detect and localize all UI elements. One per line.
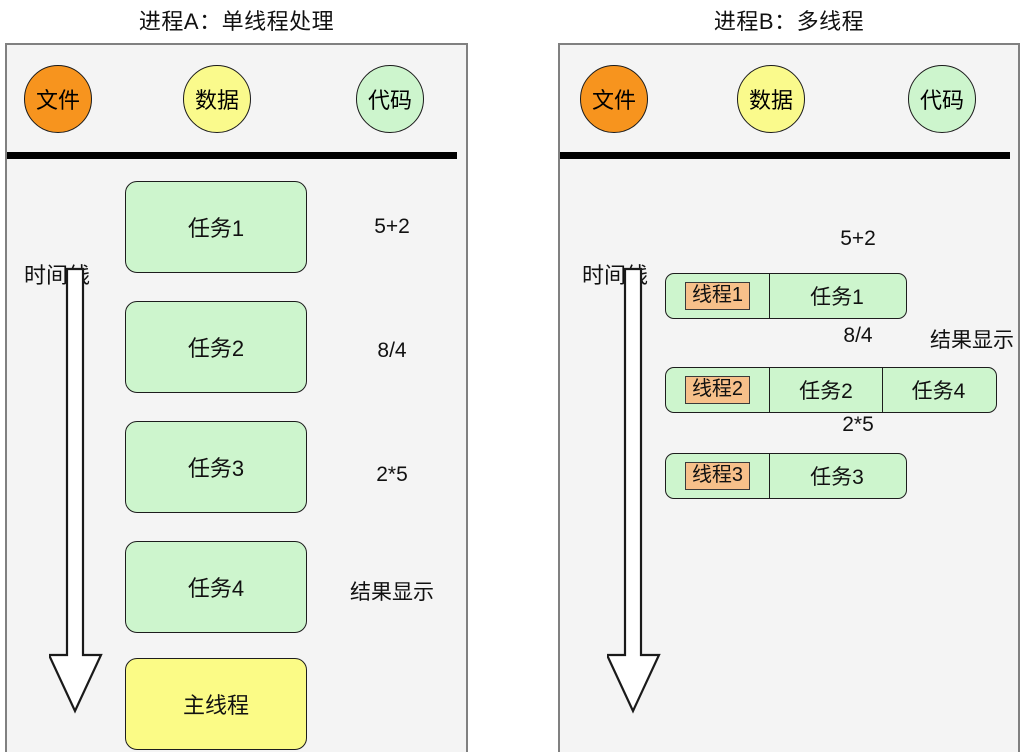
thread-2-chip-cell: 线程2: [666, 368, 770, 412]
thread-3-op-label-1: 2*5: [842, 413, 874, 436]
task-box-3-label: 任务3: [187, 456, 245, 481]
thread-3-chip-cell: 线程3: [666, 454, 770, 498]
process-b-timeline-arrow: [607, 267, 661, 714]
resource-circle-file: 文件: [24, 65, 92, 133]
process-a-timeline-arrow: [49, 267, 103, 714]
resource-circle-data: 数据: [183, 65, 251, 133]
thread-2-op-label-1: 8/4: [843, 324, 873, 347]
thread-2-task-2-label: 任务4: [911, 380, 966, 403]
process-b-panel: 文件 数据 代码 时间线 5+2 线程1 任务1 8/4 结果: [558, 43, 1020, 752]
thread-2-chip-label: 线程2: [684, 375, 751, 405]
process-b-resource-strip: 文件 数据 代码: [560, 45, 1018, 157]
resource-circle-file-label: 文件: [591, 88, 636, 113]
op-label-2: 8/4: [377, 339, 407, 362]
process-a-panel: 文件 数据 代码 时间线 任务1 任务2 任务3 任务4: [5, 43, 468, 752]
process-a-separator: [7, 152, 457, 159]
task-box-2: 任务2: [125, 301, 307, 393]
task-box-2-label: 任务2: [187, 336, 245, 361]
resource-circle-data: 数据: [737, 65, 805, 133]
process-a-resource-strip: 文件 数据 代码: [7, 45, 466, 157]
task-box-1-label: 任务1: [187, 216, 245, 241]
thread-bar-3: 线程3 任务3: [665, 453, 907, 499]
task-box-4: 任务4: [125, 541, 307, 633]
thread-bar-1: 线程1 任务1: [665, 273, 907, 319]
task-box-main-thread: 主线程: [125, 658, 307, 750]
resource-circle-code-label: 代码: [367, 88, 412, 113]
thread-2-task-cell-1: 任务2: [770, 368, 882, 412]
task-box-4-label: 任务4: [187, 576, 245, 601]
thread-3-chip-label: 线程3: [684, 461, 751, 491]
resource-circle-file-label: 文件: [35, 88, 80, 113]
task-box-1: 任务1: [125, 181, 307, 273]
thread-3-task-cell-1: 任务3: [770, 454, 904, 498]
task-box-main-thread-label: 主线程: [182, 693, 249, 718]
thread-bar-2: 线程2 任务2 任务4: [665, 367, 997, 413]
resource-circle-code-label: 代码: [919, 88, 964, 113]
resource-circle-code: 代码: [908, 65, 976, 133]
resource-circle-data-label: 数据: [194, 88, 239, 113]
thread-1-chip-cell: 线程1: [666, 274, 770, 318]
panel-a-title: 进程A：单线程处理: [138, 9, 335, 34]
thread-1-task-1-label: 任务1: [810, 286, 864, 309]
thread-1-task-cell-1: 任务1: [770, 274, 904, 318]
panel-b-title: 进程B：多线程: [713, 9, 865, 34]
resource-circle-file: 文件: [580, 65, 648, 133]
op-label-4: 结果显示: [350, 581, 434, 604]
thread-3-task-1-label: 任务3: [810, 466, 864, 489]
thread-1-op-label-1: 5+2: [840, 227, 876, 250]
resource-circle-code: 代码: [356, 65, 424, 133]
process-b-separator: [560, 152, 1010, 159]
thread-2-task-1-label: 任务2: [799, 380, 853, 403]
task-box-3: 任务3: [125, 421, 307, 513]
thread-1-chip-label: 线程1: [684, 281, 751, 311]
resource-circle-data-label: 数据: [748, 88, 793, 113]
op-label-1: 5+2: [374, 215, 410, 238]
thread-2-task-cell-2: 任务4: [882, 368, 994, 412]
op-label-3: 2*5: [376, 463, 408, 486]
thread-2-op-label-2: 结果显示: [930, 329, 1014, 352]
